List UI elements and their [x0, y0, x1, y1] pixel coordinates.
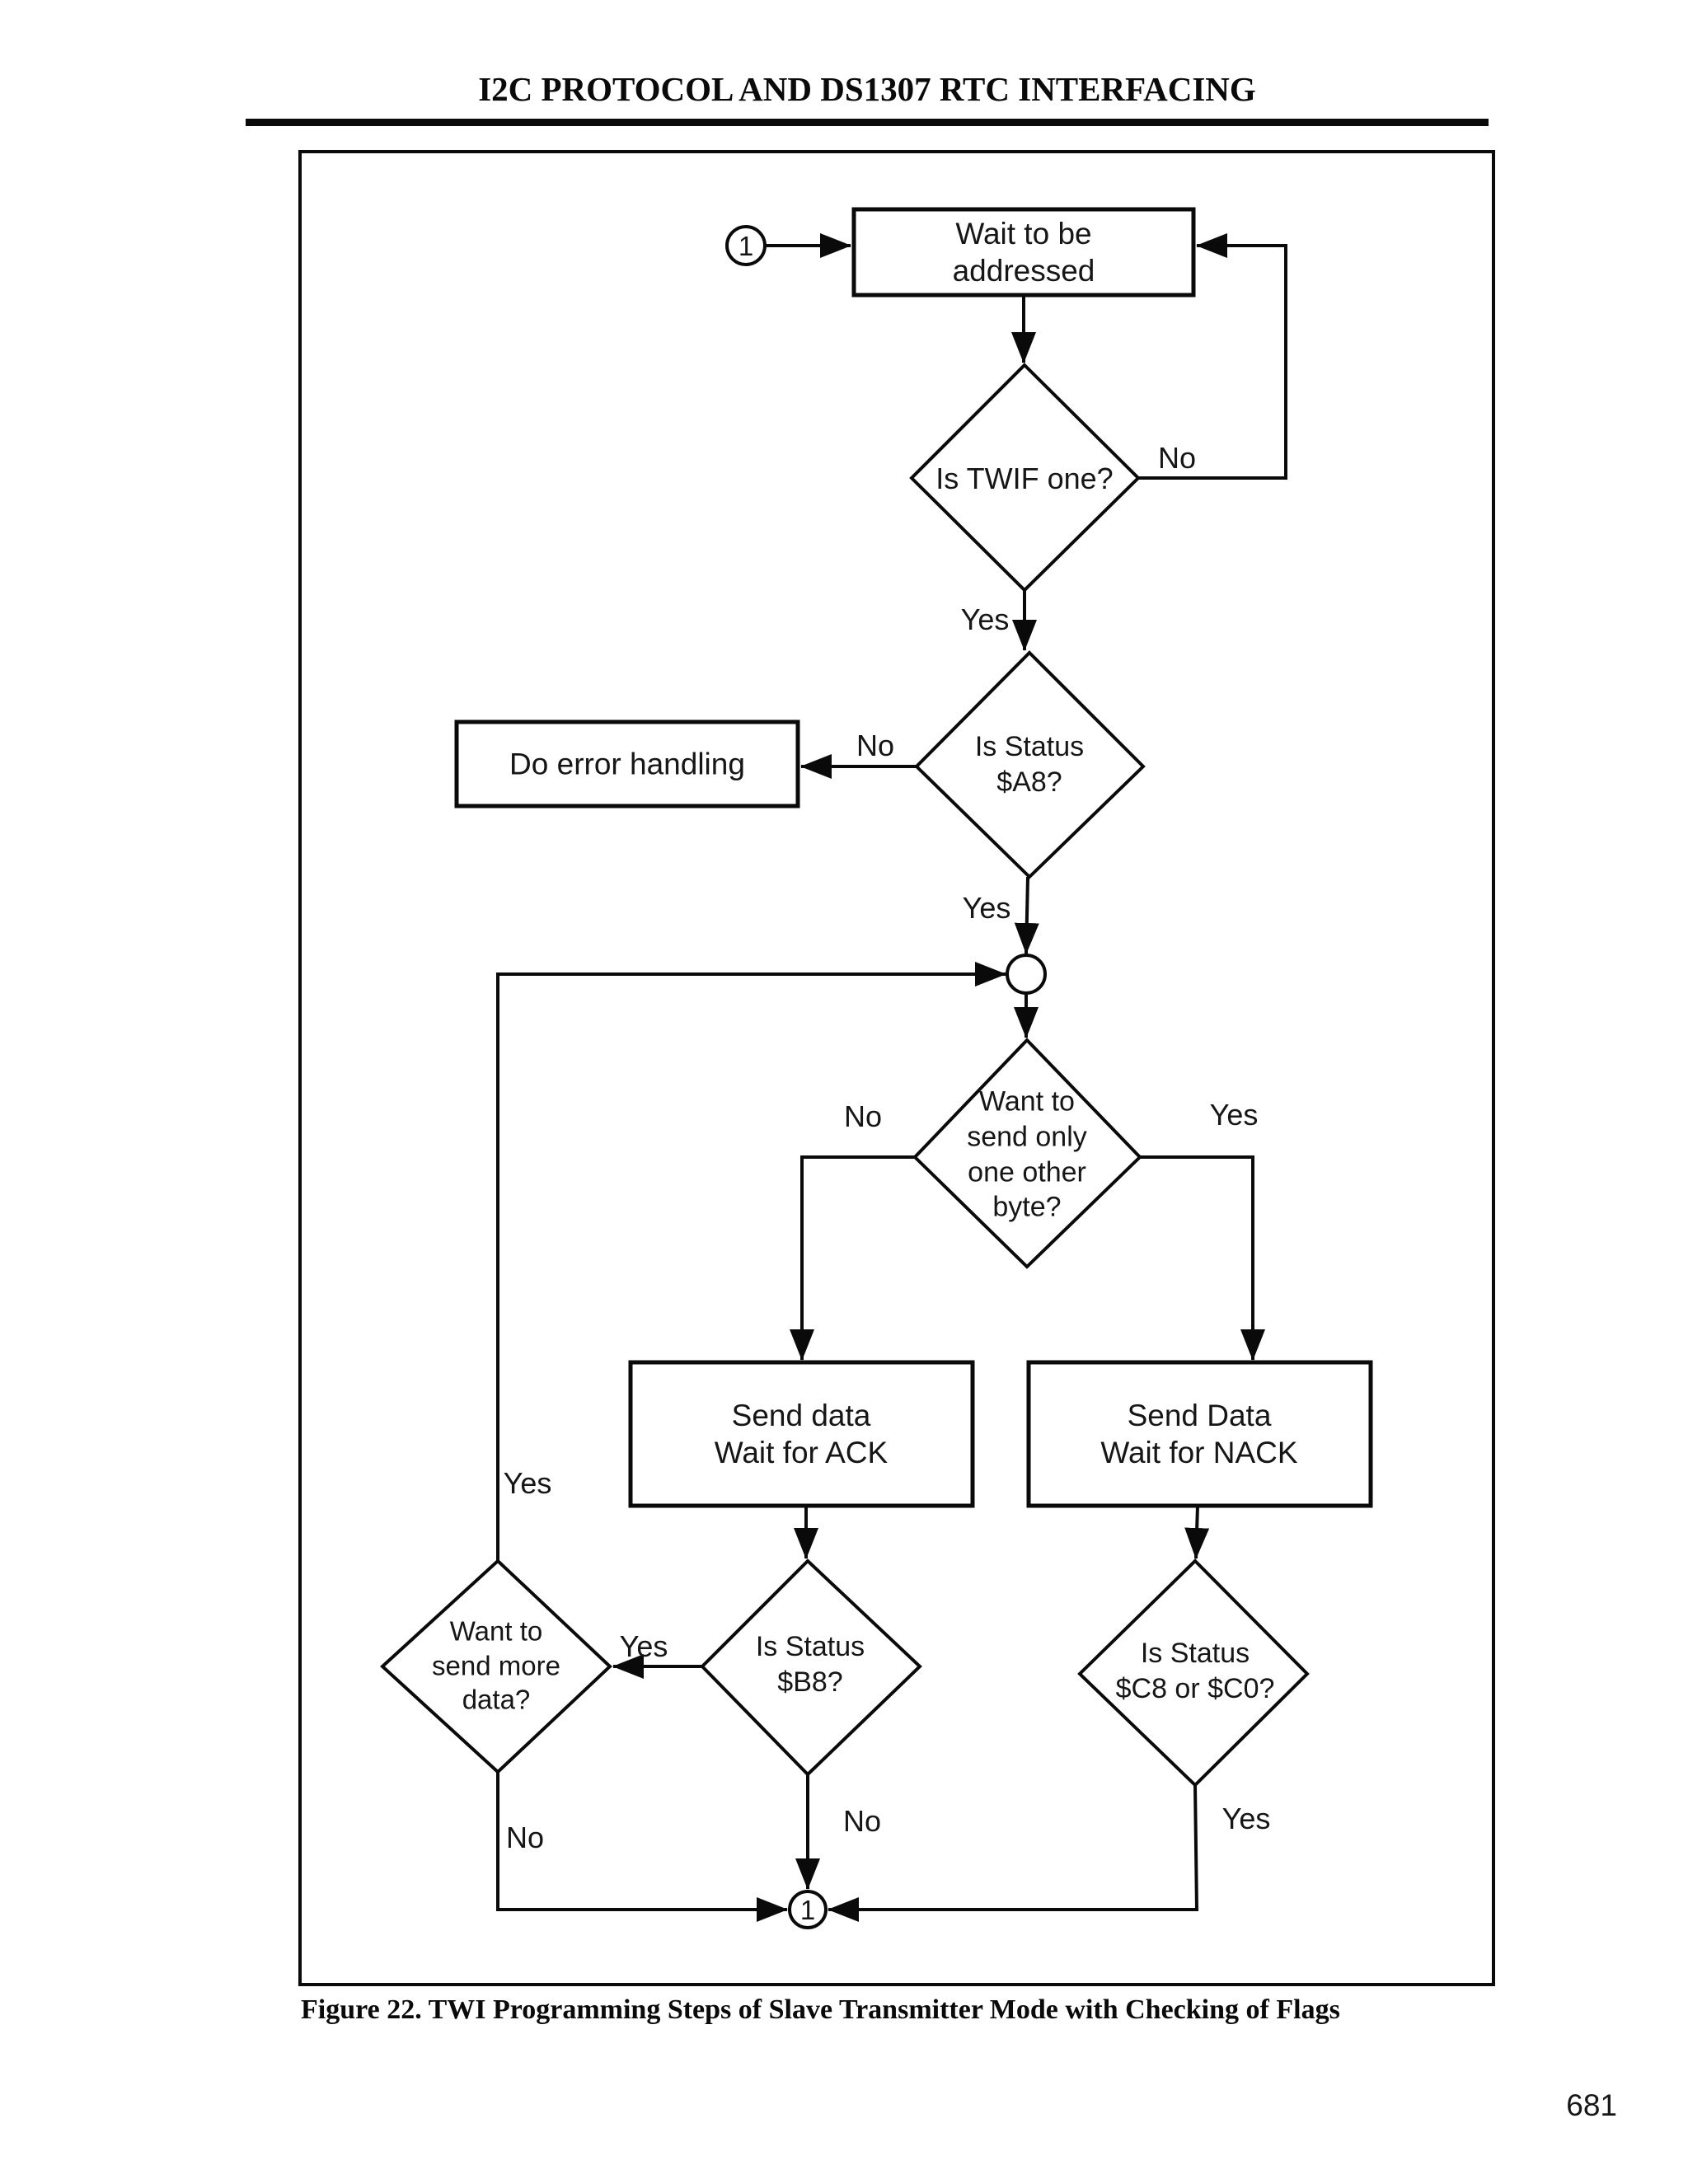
- figure-border: [298, 150, 1495, 1986]
- edge-label-more-yes: Yes: [503, 1466, 552, 1500]
- junction-circle: [1006, 954, 1047, 995]
- edge-label-byte-yes: Yes: [1209, 1098, 1259, 1132]
- edge-c8-yes: [828, 1784, 1199, 1922]
- edge-label-c8-yes: Yes: [1221, 1802, 1271, 1835]
- node-ack-label: Send data Wait for ACK: [714, 1398, 889, 1469]
- start-connector-circle: [725, 225, 767, 266]
- edge-label-twif-yes: Yes: [960, 602, 1010, 636]
- node-c8-diamond: [1077, 1558, 1310, 1788]
- edge-nack-to-c8: [1184, 1505, 1210, 1559]
- end-connector-circle: [788, 1890, 828, 1929]
- node-nack-box: [1026, 1360, 1373, 1508]
- edge-more-yes-return: [496, 962, 1006, 1561]
- node-b8-label: Is Status $B8?: [755, 1631, 865, 1698]
- edge-label-a8-yes: Yes: [962, 891, 1011, 925]
- node-c8-label: Is Status $C8 or $C0?: [1115, 1638, 1275, 1704]
- node-twif-label: Is TWIF one?: [935, 462, 1114, 496]
- node-twif-diamond: [909, 363, 1141, 593]
- edge-more-no: [496, 1772, 788, 1922]
- node-a8-diamond: [914, 650, 1146, 879]
- title-rule: [246, 119, 1489, 126]
- page-number: 681: [1566, 2088, 1617, 2122]
- node-b8-diamond: [700, 1558, 922, 1777]
- edge-label-twif-no: No: [1157, 441, 1197, 475]
- edge-byte-no: [790, 1155, 915, 1361]
- node-error-label: Do error handling: [509, 747, 745, 781]
- node-byte-diamond: [912, 1038, 1142, 1269]
- node-more-diamond: [380, 1558, 612, 1774]
- edge-a8-yes: [1014, 876, 1039, 954]
- start-connector-number: 1: [738, 231, 754, 261]
- node-ack-box: [628, 1360, 975, 1508]
- edge-label-a8-no: No: [856, 729, 895, 762]
- node-error-box: [454, 719, 800, 808]
- edge-twif-no-return: [1138, 233, 1287, 480]
- end-connector-number: 1: [799, 1895, 816, 1925]
- edge-label-byte-no: No: [843, 1099, 883, 1133]
- node-nack-label: Send Data Wait for NACK: [1100, 1398, 1298, 1469]
- page-title: I2C PROTOCOL AND DS1307 RTC INTERFACING: [478, 70, 1256, 108]
- node-more-label: Want to send more data?: [432, 1615, 560, 1715]
- figure-caption: Figure 22. TWI Programming Steps of Slav…: [301, 1994, 1340, 2025]
- edge-label-b8-no: No: [842, 1804, 882, 1838]
- edge-label-b8-yes: Yes: [619, 1629, 668, 1663]
- node-byte-label: Want to send only one other byte?: [967, 1085, 1087, 1223]
- node-a8-label: Is Status $A8?: [974, 731, 1085, 798]
- node-wait-box: [851, 207, 1196, 298]
- node-wait-label: Wait to be addressed: [952, 216, 1095, 288]
- edge-label-more-no: No: [505, 1821, 545, 1854]
- edge-byte-yes: [1140, 1155, 1265, 1361]
